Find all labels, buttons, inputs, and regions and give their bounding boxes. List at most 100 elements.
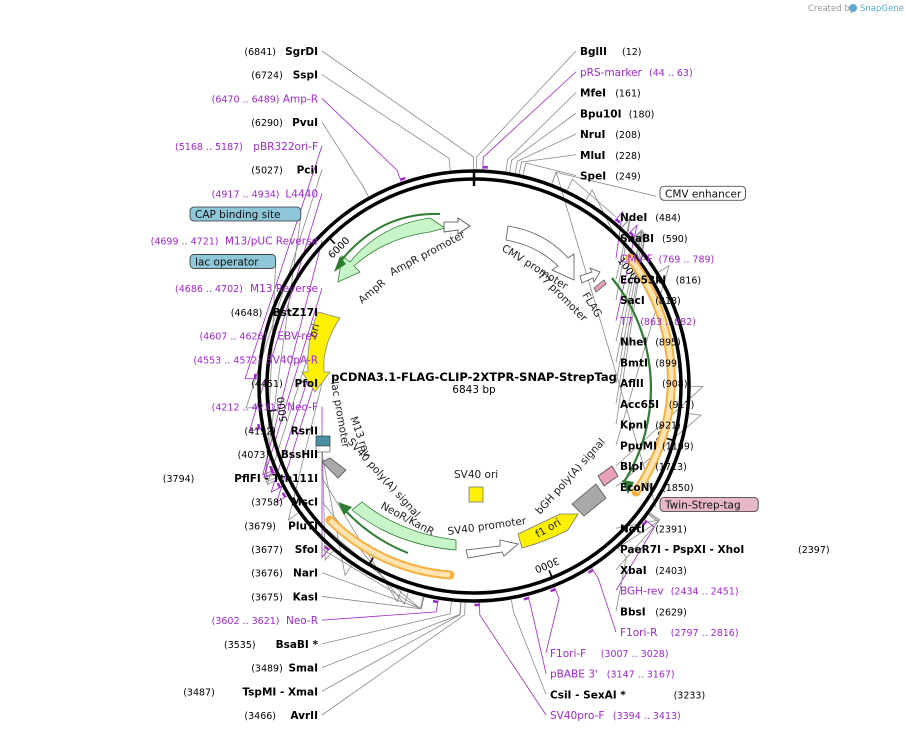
primer-position: (44 .. 63) [649,68,693,79]
site-name[interactable]: BssHII [281,449,318,461]
leader-line [527,596,547,674]
site-name[interactable]: NheI [620,337,647,349]
primer-mark [629,231,635,237]
site-name[interactable]: KpnI [620,420,647,432]
site-name[interactable]: BsaBI * [276,639,319,651]
primer-position: (2434 .. 2451) [671,587,739,598]
primer-name[interactable]: SV40pro-F [550,710,604,722]
site-name[interactable]: SpeI [580,171,606,183]
site-name[interactable]: PfoI [295,378,318,390]
neor-feature[interactable] [351,501,457,551]
sv40-polya-feature[interactable] [321,457,347,479]
site-name[interactable]: PvuI [292,117,318,129]
primer-name[interactable]: Neo-F [287,402,318,414]
site-name[interactable]: BlpI [620,461,643,473]
site-position: (249) [615,172,641,183]
site-name[interactable]: AflII [620,378,644,390]
site-position: (12) [622,47,642,58]
site-name[interactable]: PciI [297,165,318,177]
primer-name[interactable]: M13 Reverse [250,283,318,295]
primer-name[interactable]: BGH-rev [620,586,664,598]
primer-name[interactable]: F1ori-R [620,627,657,639]
primer-position: (6470 .. 6489) [212,94,280,105]
site-name[interactable]: NarI [293,568,318,580]
primer-name[interactable]: Amp-R [283,93,318,105]
site-name[interactable]: SacI [620,295,645,307]
primer-name[interactable]: T7 [619,316,633,328]
orf-cds-arrowhead [622,480,634,494]
site-name[interactable]: PflFI - Tth111I [234,473,318,485]
site-name[interactable]: Acc65I [620,399,659,411]
label-bubble [659,185,746,201]
primer-name[interactable]: L4440 [285,188,318,200]
primer-name[interactable]: M13/pUC Reverse [225,236,318,248]
leader-line [509,112,577,173]
site-position: (3489) [251,664,283,675]
lac-operator-feature[interactable] [315,445,331,453]
primer-name[interactable]: Neo-R [286,615,318,627]
neor-highlight-inner [328,518,451,578]
site-name[interactable]: MfeI [580,88,606,100]
t7-promoter-feature[interactable] [579,267,601,284]
tick-label: 5000 [276,396,290,423]
site-name[interactable]: NruI [580,129,605,141]
site-name[interactable]: PaeR7I - PspXI - XhoI [620,544,744,556]
site-name[interactable]: BmtI [620,357,648,369]
primer-name[interactable]: pBR322ori-F [253,141,318,153]
site-name[interactable]: CsiI - SexAI * [550,689,626,701]
site-name[interactable]: TspMI - XmaI [242,686,318,698]
site-name[interactable]: NdeI [620,212,647,224]
site-name[interactable]: AvrII [290,710,318,722]
primer-name[interactable]: pBABE 3' [550,669,598,681]
leader-line [514,133,577,174]
primer-position: (4686 .. 4702) [175,284,243,295]
sv40-promoter-feature[interactable] [465,539,519,559]
ampr-promoter-feature[interactable] [443,217,471,235]
leader-line [615,230,645,384]
ori-feature[interactable] [301,311,341,393]
cap-binding-site-feature[interactable] [315,435,331,447]
site-name[interactable]: BglII [580,46,607,58]
site-name[interactable]: EcoNI [620,482,653,494]
primer-name[interactable]: EBV-rev [277,331,318,343]
site-name[interactable]: XbaI [620,565,647,577]
site-name[interactable]: Eco53kI [620,274,666,286]
bgh-polya-feature[interactable] [571,483,607,517]
primer-name[interactable]: F1ori-F [550,648,586,660]
primer-position: (4699 .. 4721) [151,237,219,248]
site-name[interactable]: RsrII [291,425,318,437]
site-position: (4451) [251,379,283,390]
flag-feature[interactable] [593,279,607,293]
primer-name[interactable]: SV40pA-R [266,354,318,366]
site-name[interactable]: BstZ17I [273,307,318,319]
site-name[interactable]: KasI [293,591,318,603]
leader-line [321,602,462,692]
site-name[interactable]: NotI [620,523,645,535]
leader-line [321,599,439,621]
primer-name[interactable]: CMV-F [620,254,653,266]
primer-name[interactable]: pRS-marker [580,67,643,79]
ampr-feature[interactable] [337,217,446,283]
primer-position: (4607 .. 4626) [199,332,267,343]
cmv-promoter-feature[interactable] [505,225,575,281]
site-name[interactable]: PluTI [288,520,318,532]
site-name[interactable]: BbsI [620,606,646,618]
site-name[interactable]: MluI [580,150,605,162]
sv40-ori-feature[interactable] [468,486,484,503]
leader-line [585,188,617,238]
f1-ori-feature[interactable] [517,513,579,549]
site-name[interactable]: SnaBI [620,233,654,245]
site-name[interactable]: SmaI [289,663,319,675]
site-name[interactable]: MscI [291,497,318,509]
site-name[interactable]: Bpu10I [580,108,622,120]
sv40-promoter-label: SV40 promoter [447,515,528,538]
site-name[interactable]: PpuMI [620,440,657,452]
twin-strep-feature[interactable] [597,465,619,487]
site-name[interactable]: SfoI [295,544,318,556]
leader-line [482,71,577,170]
site-name[interactable]: SspI [293,70,318,82]
tick-mark [328,237,336,245]
site-name[interactable]: SgrDI [285,46,318,58]
plasmid-name: pCDNA3.1-FLAG-CLIP-2XTPR-SNAP-StrepTag [331,370,617,384]
feature-bubble-label: lac operator [195,256,259,268]
